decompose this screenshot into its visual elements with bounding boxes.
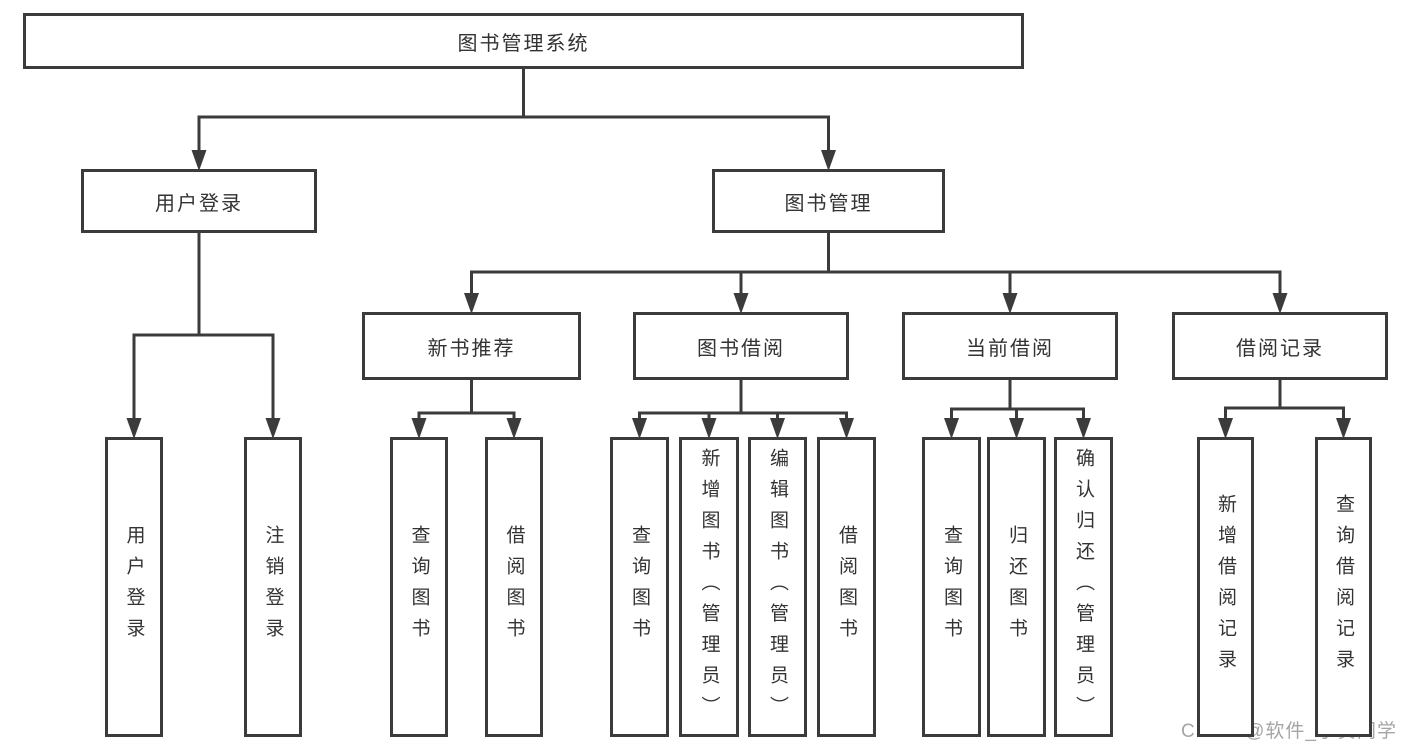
arrowhead-icon — [839, 418, 854, 439]
arrowhead-icon — [1272, 293, 1288, 314]
arrowhead-icon — [701, 418, 717, 439]
node-leaf-query-book-1: 查询图书 — [390, 437, 448, 737]
arrowhead-icon — [632, 418, 647, 439]
node-leaf-confirm-return: 确认归还（管理员） — [1054, 437, 1113, 737]
node-label-leaf-query-borrow-record: 查询借阅记录 — [1333, 494, 1354, 680]
node-label-leaf-confirm-return: 确认归还（管理员） — [1073, 447, 1094, 727]
node-label-leaf-borrow-book-1: 借阅图书 — [503, 525, 525, 649]
node-label-leaf-query-book-2: 查询图书 — [629, 525, 650, 649]
node-leaf-add-borrow-record: 新增借阅记录 — [1197, 437, 1254, 737]
node-label-book-mgmt: 图书管理 — [784, 192, 873, 215]
node-leaf-add-book: 新增图书（管理员） — [679, 437, 739, 737]
node-leaf-borrow-book-2: 借阅图书 — [817, 437, 876, 737]
node-label-leaf-borrow-book-2: 借阅图书 — [836, 525, 857, 649]
node-leaf-query-book-2: 查询图书 — [610, 437, 669, 737]
node-label-leaf-query-book-1: 查询图书 — [408, 525, 430, 649]
arrowhead-icon — [506, 418, 522, 439]
node-label-leaf-return-book: 归还图书 — [1006, 525, 1027, 649]
node-leaf-query-book-3: 查询图书 — [922, 437, 981, 737]
node-root: 图书管理系统 — [23, 13, 1024, 69]
arrowhead-icon — [411, 418, 427, 439]
node-label-root: 图书管理系统 — [457, 32, 590, 55]
node-leaf-return-book: 归还图书 — [987, 437, 1046, 737]
node-label-user-login: 用户登录 — [155, 192, 243, 215]
arrowhead-icon — [733, 293, 749, 314]
node-leaf-borrow-book-1: 借阅图书 — [485, 437, 543, 737]
arrowhead-icon — [126, 418, 142, 439]
node-leaf-edit-book: 编辑图书（管理员） — [748, 437, 807, 737]
arrowhead-icon — [1218, 418, 1233, 439]
arrowhead-icon — [944, 418, 959, 439]
arrowhead-icon — [1002, 293, 1018, 314]
arrowhead-icon — [1076, 418, 1091, 439]
node-label-current-borrow: 当前借阅 — [966, 337, 1054, 360]
node-label-leaf-add-borrow-record: 新增借阅记录 — [1215, 494, 1236, 680]
node-user-login: 用户登录 — [81, 169, 317, 233]
arrowhead-icon — [1336, 418, 1351, 439]
arrowhead-icon — [464, 293, 479, 314]
arrowhead-icon — [821, 150, 836, 171]
node-new-book-rec: 新书推荐 — [362, 312, 581, 380]
node-book-borrow: 图书借阅 — [633, 312, 849, 380]
node-leaf-logout: 注销登录 — [244, 437, 302, 737]
node-label-leaf-user-login: 用户登录 — [123, 525, 145, 649]
node-label-book-borrow: 图书借阅 — [697, 337, 785, 360]
node-leaf-query-borrow-record: 查询借阅记录 — [1315, 437, 1372, 737]
arrowhead-icon — [265, 418, 281, 439]
node-label-leaf-edit-book: 编辑图书（管理员） — [767, 447, 788, 727]
node-book-mgmt: 图书管理 — [712, 169, 945, 233]
node-label-leaf-query-book-3: 查询图书 — [941, 525, 962, 649]
node-label-leaf-logout: 注销登录 — [262, 525, 284, 649]
node-borrow-records: 借阅记录 — [1172, 312, 1388, 380]
arrowhead-icon — [770, 418, 785, 439]
node-label-leaf-add-book: 新增图书（管理员） — [698, 447, 720, 727]
arrowhead-icon — [191, 150, 207, 171]
node-label-borrow-records: 借阅记录 — [1236, 337, 1324, 360]
arrowhead-icon — [1009, 418, 1024, 439]
node-leaf-user-login: 用户登录 — [105, 437, 163, 737]
node-current-borrow: 当前借阅 — [902, 312, 1118, 380]
node-label-new-book-rec: 新书推荐 — [427, 337, 516, 360]
